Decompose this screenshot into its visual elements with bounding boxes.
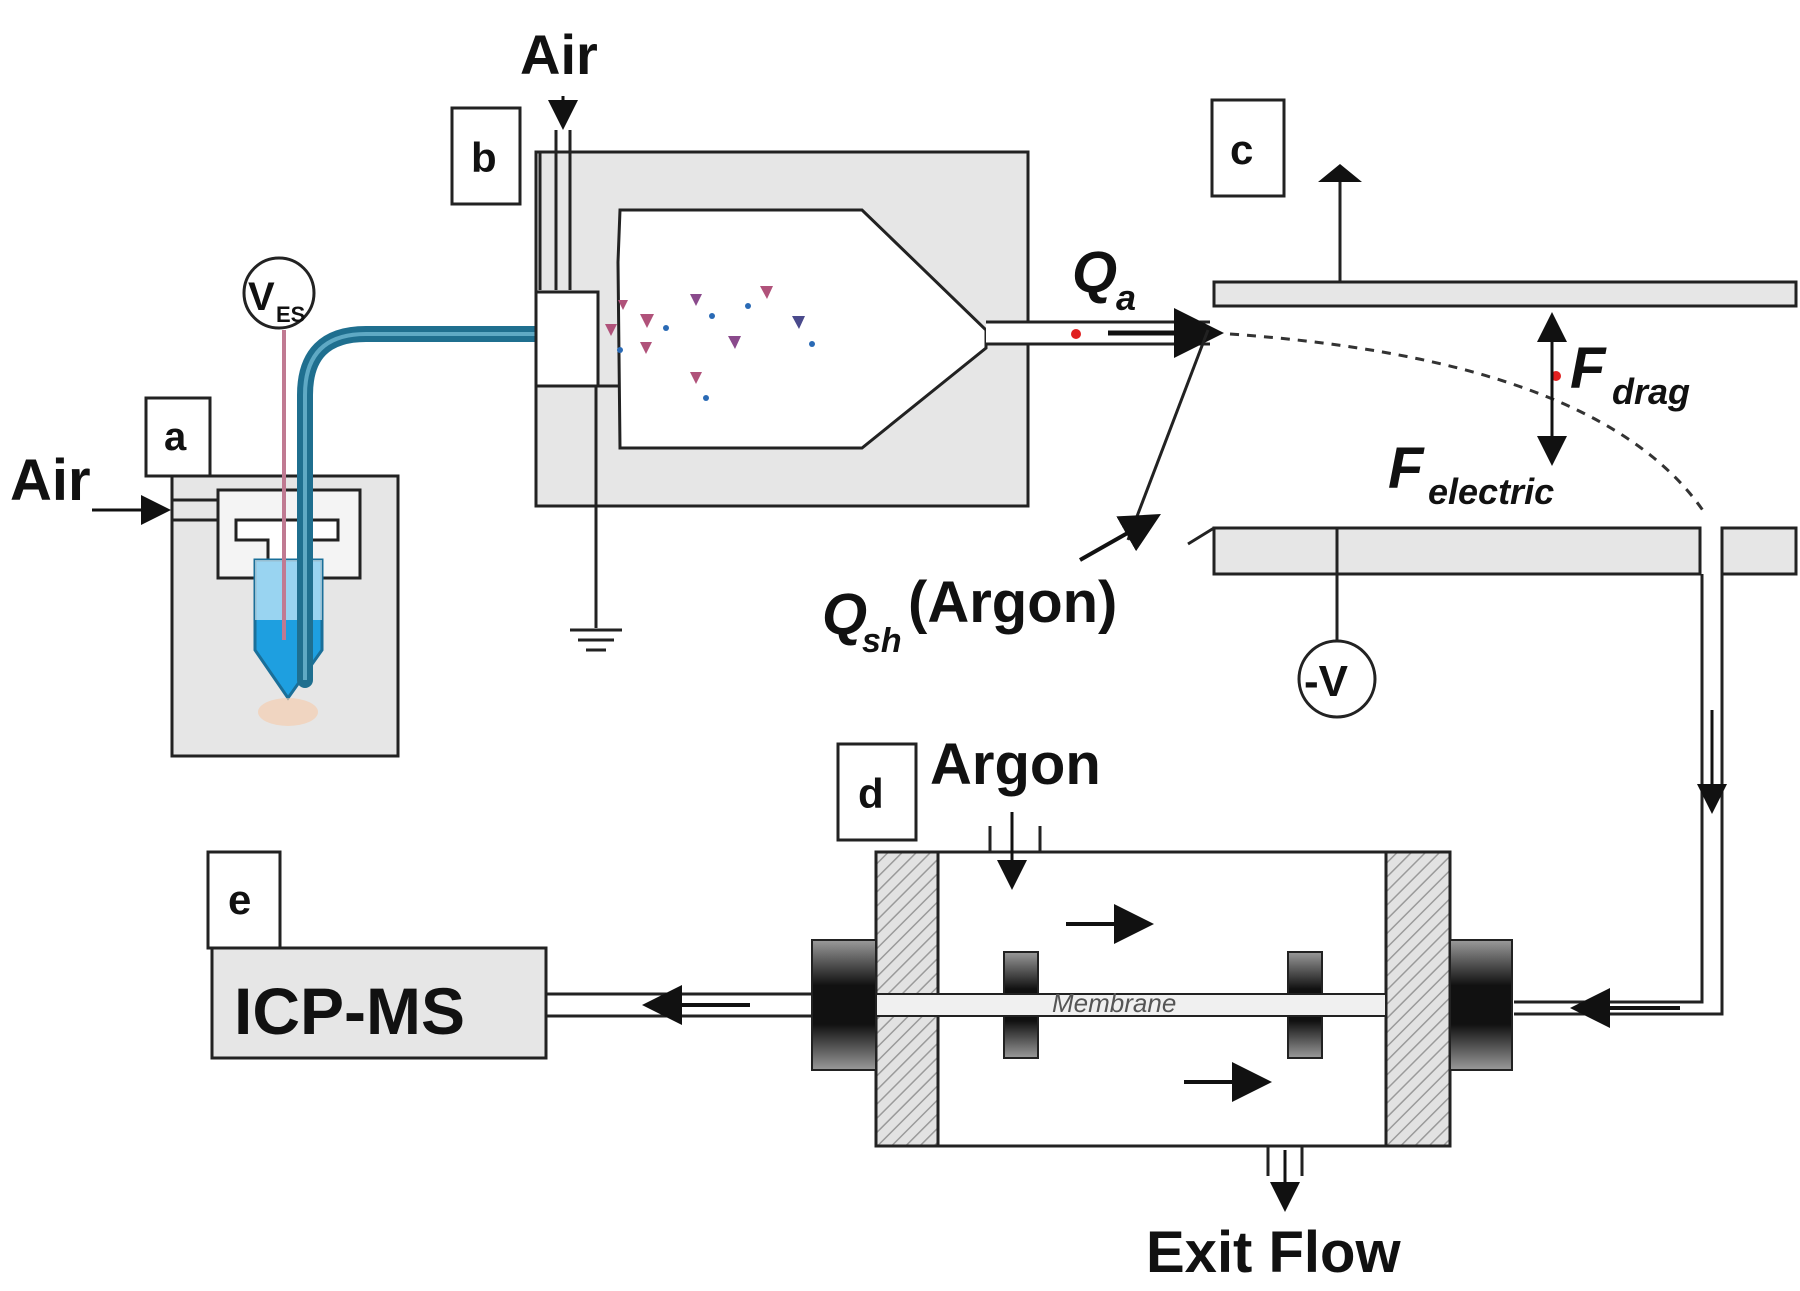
membrane-label: Membrane bbox=[1052, 988, 1176, 1018]
f-drag-label: F bbox=[1570, 336, 1607, 401]
charge-reduction-chamber: Air b bbox=[450, 23, 1210, 652]
differential-mobility-analyzer: Q a F drag F electric Q sh (Argon) -V c bbox=[822, 98, 1798, 1028]
q-a-subscript: a bbox=[1116, 277, 1136, 318]
q-sh-label: Q bbox=[822, 582, 867, 647]
icp-ms-label: ICP-MS bbox=[234, 974, 465, 1048]
electrospray-source: V ES Air a bbox=[10, 256, 580, 758]
panel-label-d: d bbox=[858, 770, 884, 817]
f-electric-subscript: electric bbox=[1428, 471, 1554, 512]
argon-inlet-label: Argon bbox=[930, 732, 1101, 797]
air-inlet-label-b: Air bbox=[520, 23, 598, 86]
panel-label-b: b bbox=[471, 134, 497, 181]
v-es-label: V bbox=[248, 275, 275, 319]
charged-particles bbox=[605, 286, 815, 401]
minus-v-label: -V bbox=[1304, 657, 1349, 706]
panel-label-a: a bbox=[164, 415, 187, 459]
panel-label-c: c bbox=[1230, 126, 1253, 173]
f-drag-subscript: drag bbox=[1612, 371, 1690, 412]
panel-label-e: e bbox=[228, 876, 251, 923]
q-sh-subscript: sh bbox=[862, 622, 902, 660]
air-inlet-label-a: Air bbox=[10, 448, 91, 513]
exit-flow-label: Exit Flow bbox=[1146, 1220, 1401, 1285]
q-a-label: Q bbox=[1072, 240, 1117, 305]
membrane-gas-exchanger: Membrane Argon Exit Flow d bbox=[811, 732, 1513, 1285]
icp-ms-detector: ICP-MS e bbox=[206, 850, 812, 1060]
q-sh-gas-label: (Argon) bbox=[908, 570, 1117, 635]
f-electric-label: F bbox=[1388, 436, 1425, 501]
v-es-subscript: ES bbox=[276, 302, 305, 327]
